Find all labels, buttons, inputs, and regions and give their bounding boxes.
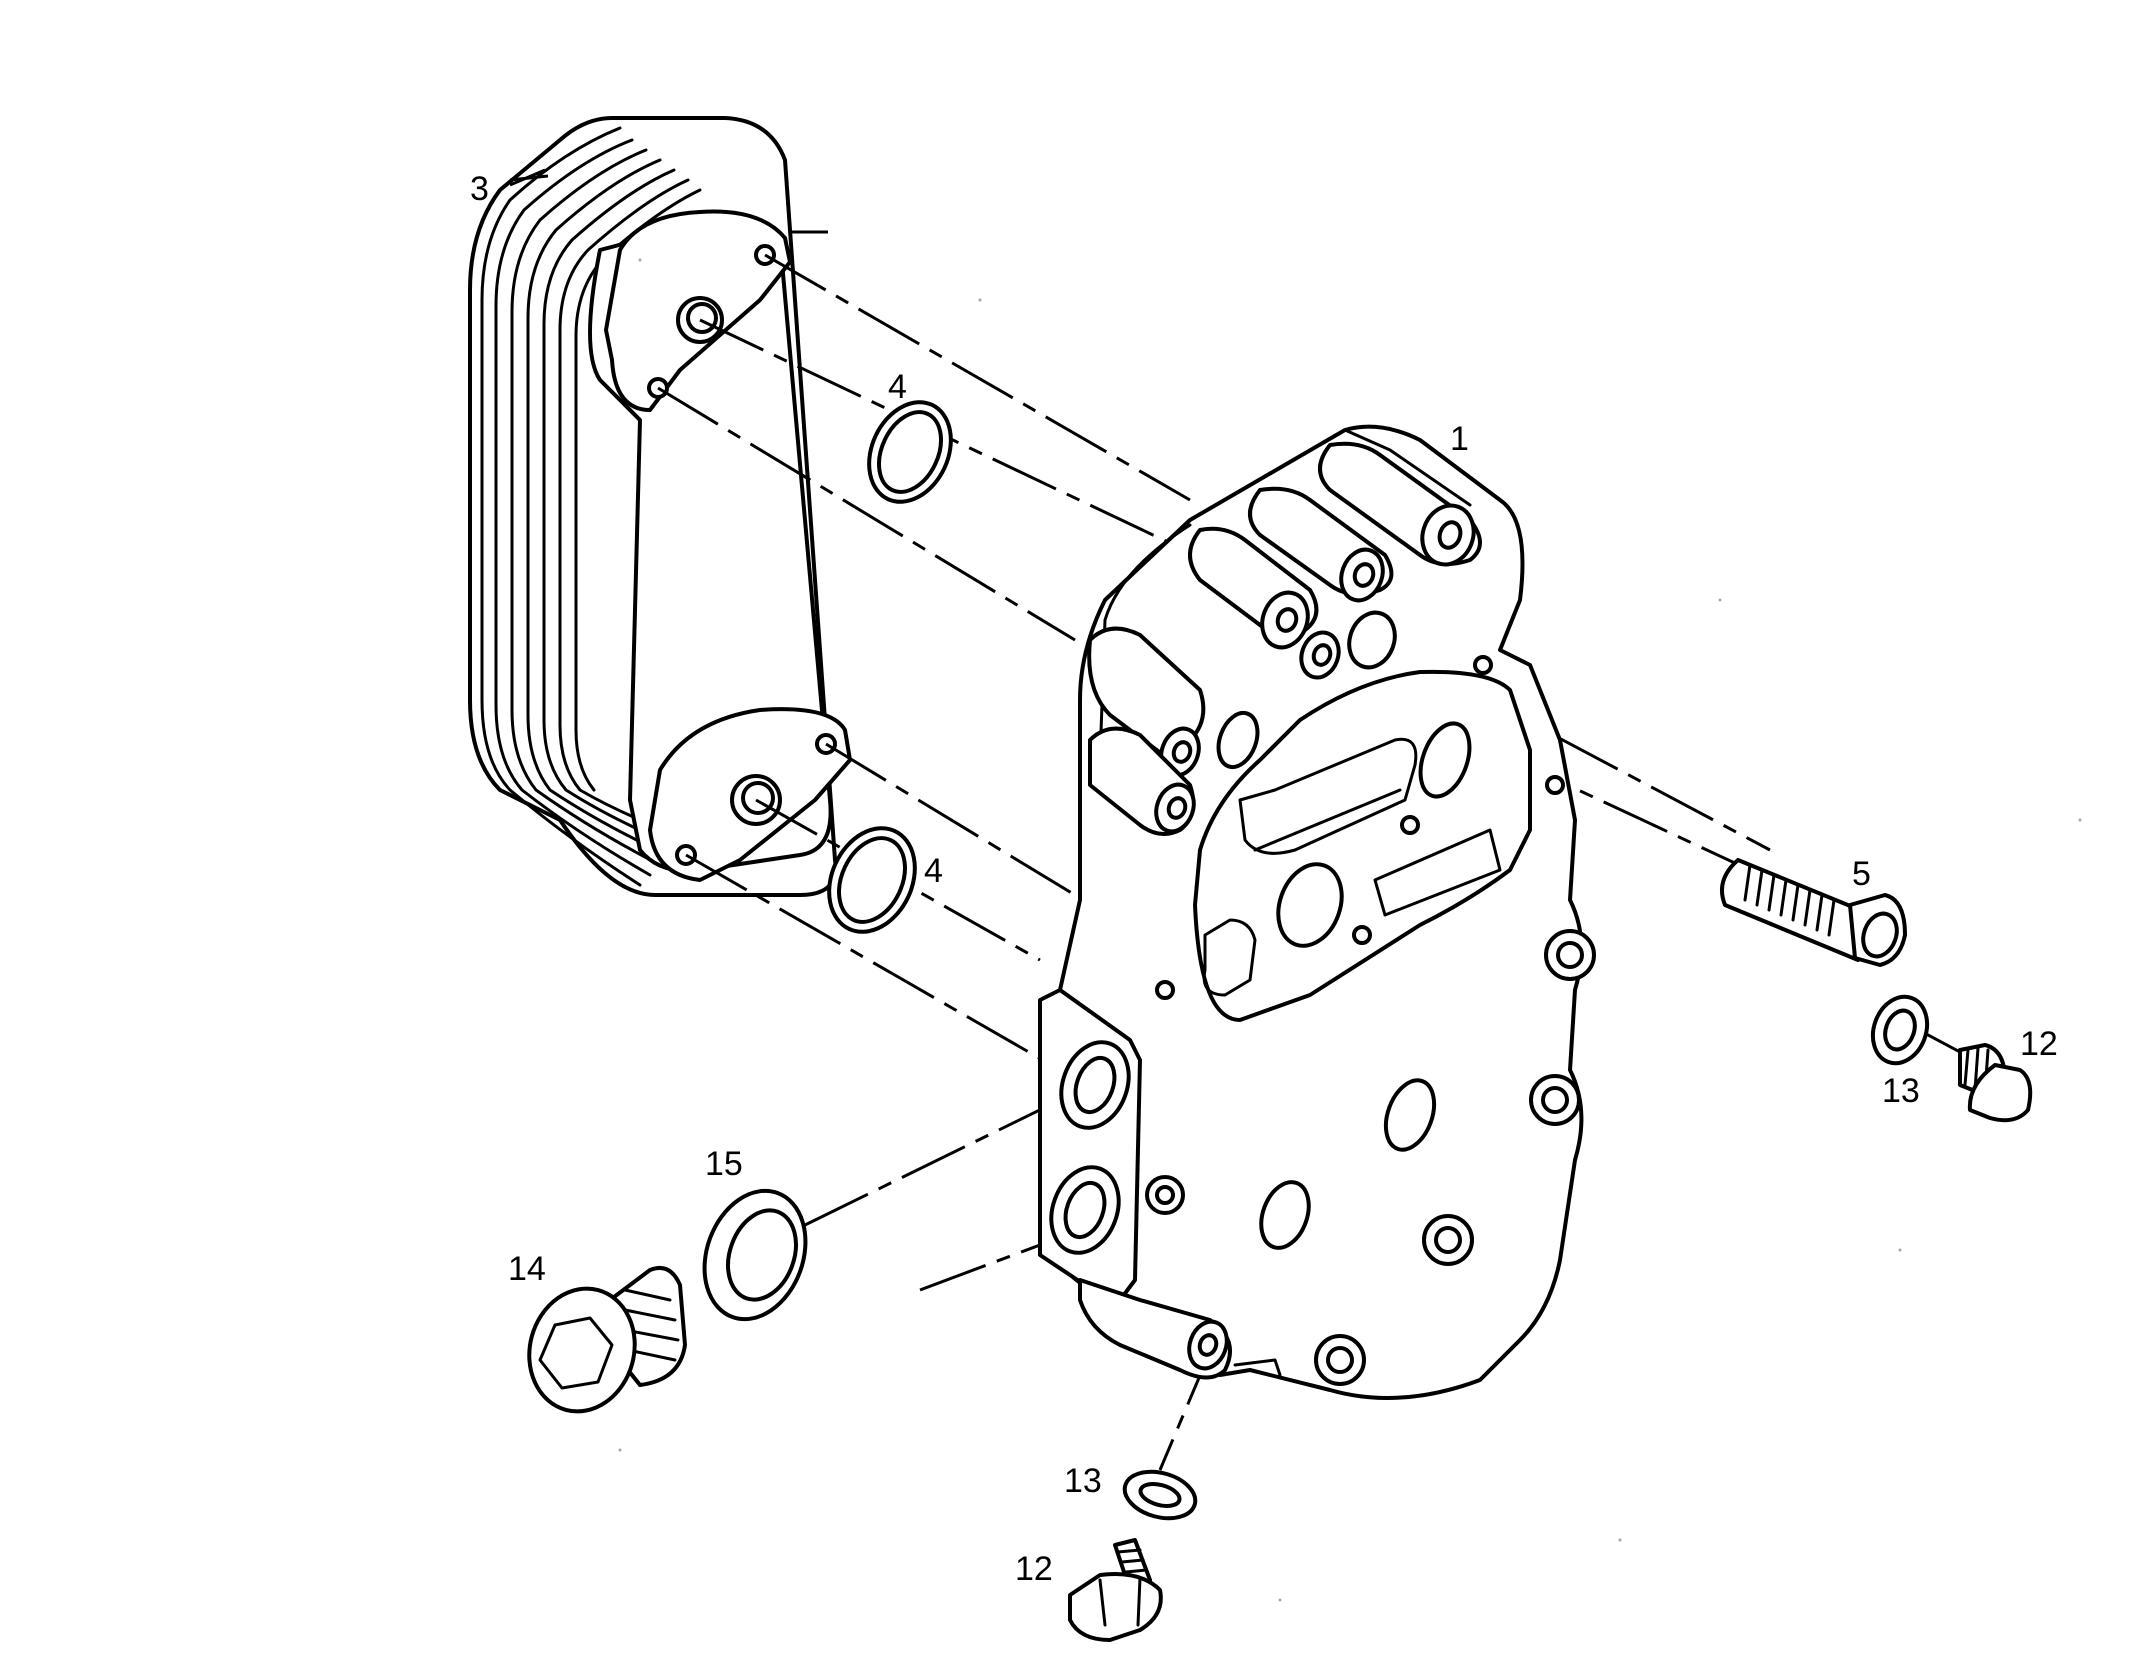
paper-texture (618, 258, 2082, 1602)
sealing-washer-bottom (1122, 1469, 1198, 1521)
seal-ring (702, 1188, 808, 1322)
callout-1: 1 (1450, 420, 1469, 458)
callout-13-bottom: 13 (1064, 1462, 1102, 1500)
callout-5: 5 (1852, 855, 1871, 893)
oil-filter-housing (1038, 424, 1596, 1400)
callout-3: 3 (470, 170, 489, 208)
callout-12-bottom: 12 (1015, 1550, 1053, 1588)
drain-plug-bottom (1068, 1538, 1163, 1642)
bolt (1720, 858, 1907, 967)
callouts: 1 3 4 4 5 12 13 13 12 14 15 (470, 170, 2058, 1588)
callout-15: 15 (705, 1145, 743, 1183)
callout-14: 14 (508, 1250, 546, 1288)
screw-plug (527, 1265, 687, 1414)
callout-13-right: 13 (1882, 1072, 1920, 1110)
drain-plug-right (1958, 1043, 2033, 1123)
o-ring-upper (867, 400, 953, 504)
callout-4-lower: 4 (924, 852, 943, 890)
sealing-washer-right (1870, 994, 1930, 1066)
o-ring-lower (827, 826, 917, 934)
oil-cooler (468, 116, 852, 897)
callout-12-right: 12 (2020, 1025, 2058, 1063)
callout-4-upper: 4 (888, 368, 907, 406)
